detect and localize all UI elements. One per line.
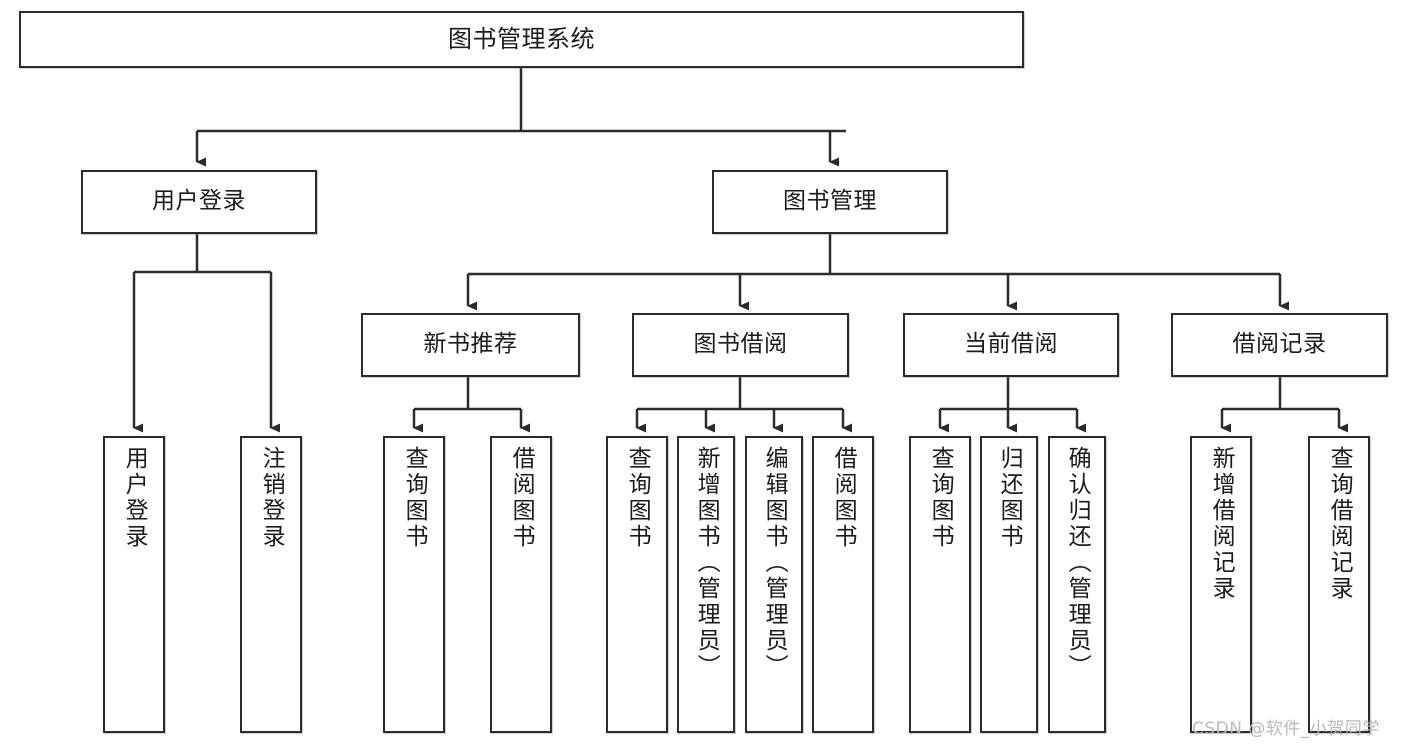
node-borrow-record[interactable]: 借阅记录: [1171, 313, 1388, 377]
node-leaf-borrow-book-1[interactable]: 借阅图书: [490, 436, 552, 733]
node-leaf-user-login[interactable]: 用户登录: [103, 436, 165, 733]
node-leaf-query-record-label: 查询借阅记录: [1326, 446, 1353, 602]
node-leaf-query-record[interactable]: 查询借阅记录: [1308, 436, 1370, 733]
node-leaf-query-book-2[interactable]: 查询图书: [606, 436, 668, 733]
node-borrow-record-label: 借阅记录: [1232, 331, 1327, 358]
node-leaf-return-book-label: 归还图书: [996, 446, 1023, 550]
node-leaf-add-record[interactable]: 新增借阅记录: [1190, 436, 1252, 733]
node-leaf-borrow-book-1-label: 借阅图书: [508, 446, 535, 550]
node-leaf-query-book-1[interactable]: 查询图书: [383, 436, 445, 733]
node-leaf-add-book-label: 新增图书（管理员）: [693, 446, 720, 680]
node-leaf-add-record-label: 新增借阅记录: [1208, 446, 1235, 602]
csdn-watermark: CSDN @软件_小贺同学: [1192, 719, 1380, 739]
node-leaf-return-book[interactable]: 归还图书: [980, 436, 1038, 733]
node-book-borrow-label: 图书借阅: [693, 331, 788, 358]
node-leaf-logout[interactable]: 注销登录: [240, 436, 302, 733]
node-root-label: 图书管理系统: [448, 25, 595, 54]
node-current-borrow[interactable]: 当前借阅: [903, 313, 1119, 377]
node-book-manage[interactable]: 图书管理: [712, 170, 948, 234]
node-current-borrow-label: 当前借阅: [964, 331, 1058, 358]
node-root[interactable]: 图书管理系统: [19, 11, 1024, 68]
node-leaf-query-book-3-label: 查询图书: [927, 446, 954, 550]
node-leaf-borrow-book-2[interactable]: 借阅图书: [812, 436, 874, 733]
node-leaf-query-book-3[interactable]: 查询图书: [909, 436, 971, 733]
node-leaf-user-login-label: 用户登录: [121, 446, 148, 550]
node-new-book-recommend[interactable]: 新书推荐: [361, 313, 580, 377]
node-leaf-confirm-return[interactable]: 确认归还（管理员）: [1048, 436, 1106, 733]
node-leaf-logout-label: 注销登录: [258, 446, 285, 550]
node-leaf-edit-book[interactable]: 编辑图书（管理员）: [745, 436, 803, 733]
node-leaf-query-book-2-label: 查询图书: [624, 446, 651, 550]
node-new-book-recommend-label: 新书推荐: [423, 331, 518, 358]
node-user-login[interactable]: 用户登录: [81, 170, 317, 234]
node-leaf-edit-book-label: 编辑图书（管理员）: [761, 446, 788, 680]
node-leaf-add-book[interactable]: 新增图书（管理员）: [677, 436, 735, 733]
node-leaf-confirm-return-label: 确认归还（管理员）: [1064, 446, 1091, 680]
node-book-manage-label: 图书管理: [783, 188, 877, 215]
node-book-borrow[interactable]: 图书借阅: [632, 313, 849, 377]
node-user-login-label: 用户登录: [152, 188, 246, 215]
node-leaf-borrow-book-2-label: 借阅图书: [830, 446, 857, 550]
node-leaf-query-book-1-label: 查询图书: [401, 446, 428, 550]
